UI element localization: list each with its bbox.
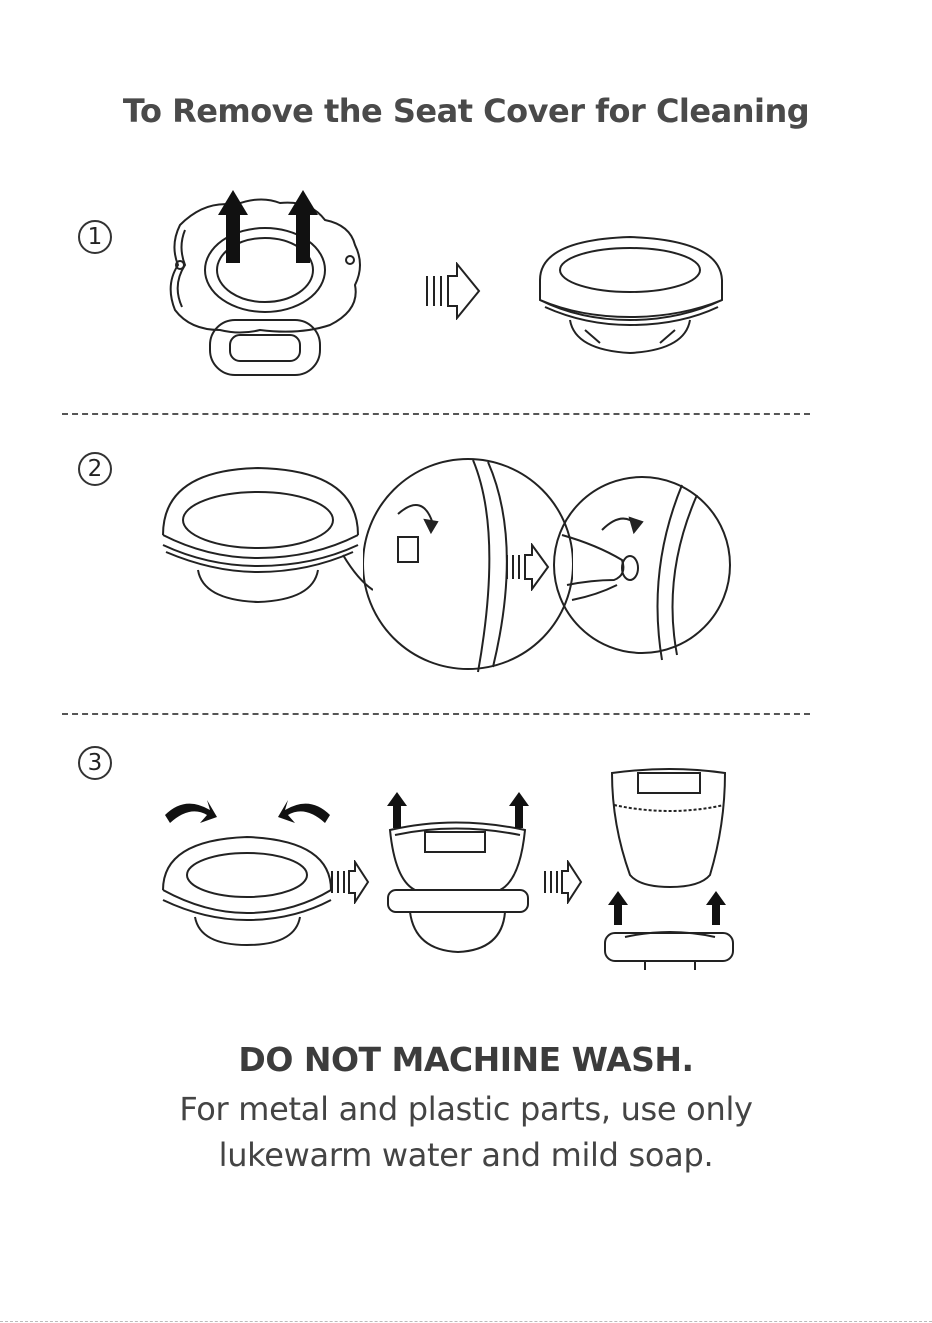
step-2-seat-illustration: [158, 460, 373, 605]
step-2-arrow-icon: [505, 543, 550, 591]
step-1-arrow-icon: [425, 262, 481, 320]
step-divider-1: [62, 413, 810, 415]
care-note-line-2: lukewarm water and mild soap.: [0, 1136, 932, 1174]
step-3-separated-parts-illustration: [600, 765, 740, 975]
page-title: To Remove the Seat Cover for Cleaning: [0, 92, 932, 130]
step-1-number: 1: [78, 220, 112, 254]
step-1-seat-illustration: [160, 185, 370, 380]
warning-heading: DO NOT MACHINE WASH.: [0, 1040, 932, 1079]
step-3-number: 3: [78, 746, 112, 780]
step-1-seat-cover-lifted-illustration: [530, 225, 730, 360]
step-3-arrow-2-icon: [543, 860, 583, 904]
step-3-cover-removal-illustration: [380, 790, 535, 955]
step-3-arrow-1-icon: [330, 860, 370, 904]
care-note-line-1: For metal and plastic parts, use only: [0, 1090, 932, 1128]
step-divider-2: [62, 713, 810, 715]
step-3-seat-flip-illustration: [155, 795, 340, 950]
step-2-number: 2: [78, 452, 112, 486]
bottom-border: [0, 1321, 932, 1322]
step-2-detail-hand-illustration: [552, 460, 732, 670]
